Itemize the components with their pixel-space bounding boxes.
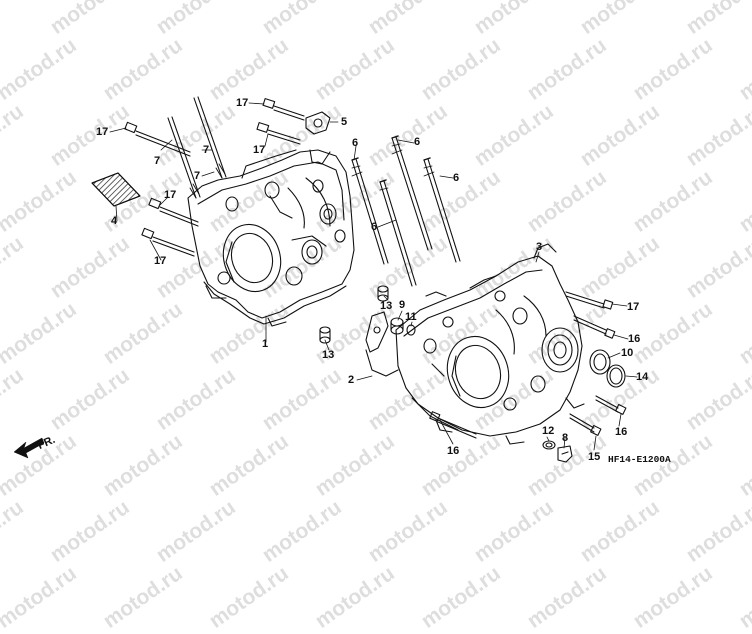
watermark-text: motod.ru — [311, 561, 399, 633]
watermark-text: motod.ru — [417, 561, 505, 633]
left-bolts — [124, 98, 305, 257]
clamp-part — [305, 111, 331, 135]
callout-6[interactable]: 6 — [371, 221, 378, 233]
callout-13[interactable]: 13 — [322, 349, 335, 361]
oil-screen-part — [91, 172, 141, 207]
callout-17[interactable]: 17 — [236, 97, 249, 109]
callout-10[interactable]: 10 — [621, 347, 634, 359]
callout-6[interactable]: 6 — [352, 137, 359, 149]
diagram-code: HF14-E1200A — [608, 454, 671, 465]
callout-17[interactable]: 17 — [164, 189, 177, 201]
callout-6[interactable]: 6 — [414, 136, 421, 148]
callout-16[interactable]: 16 — [447, 445, 460, 457]
diagram-artwork — [13, 96, 638, 463]
callout-8[interactable]: 8 — [562, 432, 569, 444]
watermark-text: motod.ru — [735, 561, 752, 633]
callout-5[interactable]: 5 — [341, 116, 348, 128]
callout-9[interactable]: 9 — [399, 299, 406, 311]
callout-17[interactable]: 17 — [253, 144, 266, 156]
callout-16[interactable]: 16 — [615, 426, 628, 438]
watermark-text: motod.ru — [629, 561, 717, 633]
left-crankcase-part — [187, 149, 355, 327]
watermark-text: motod.ru — [0, 561, 81, 633]
callout-6[interactable]: 6 — [453, 172, 460, 184]
callout-14[interactable]: 14 — [636, 371, 649, 383]
callout-4[interactable]: 4 — [111, 215, 118, 227]
watermark-text: motod.ru — [99, 561, 187, 633]
right-bolts — [429, 291, 627, 439]
callout-7[interactable]: 7 — [203, 144, 210, 156]
callout-12[interactable]: 12 — [542, 425, 555, 437]
callout-13[interactable]: 13 — [380, 300, 393, 312]
seal-and-circlip — [589, 349, 626, 388]
callout-17[interactable]: 17 — [96, 126, 109, 138]
leader-lines — [109, 102, 638, 451]
callout-1[interactable]: 1 — [262, 338, 269, 350]
watermark-text: motod.ru — [523, 561, 611, 633]
callout-15[interactable]: 15 — [588, 451, 601, 463]
center-studs — [351, 135, 461, 287]
callout-2[interactable]: 2 — [348, 374, 355, 386]
washer-and-drain-bolt — [542, 440, 573, 463]
callout-11[interactable]: 11 — [405, 311, 417, 323]
callout-17[interactable]: 17 — [154, 255, 167, 267]
front-arrow-icon — [13, 437, 45, 459]
callout-7[interactable]: 7 — [154, 155, 161, 167]
callout-17[interactable]: 17 — [627, 301, 640, 313]
callout-16[interactable]: 16 — [628, 333, 641, 345]
callout-3[interactable]: 3 — [536, 241, 543, 253]
callout-7[interactable]: 7 — [194, 170, 201, 182]
left-studs — [167, 96, 227, 199]
right-crankcase-part — [365, 243, 585, 445]
dowels — [319, 285, 389, 344]
watermark-text: motod.ru — [205, 561, 293, 633]
